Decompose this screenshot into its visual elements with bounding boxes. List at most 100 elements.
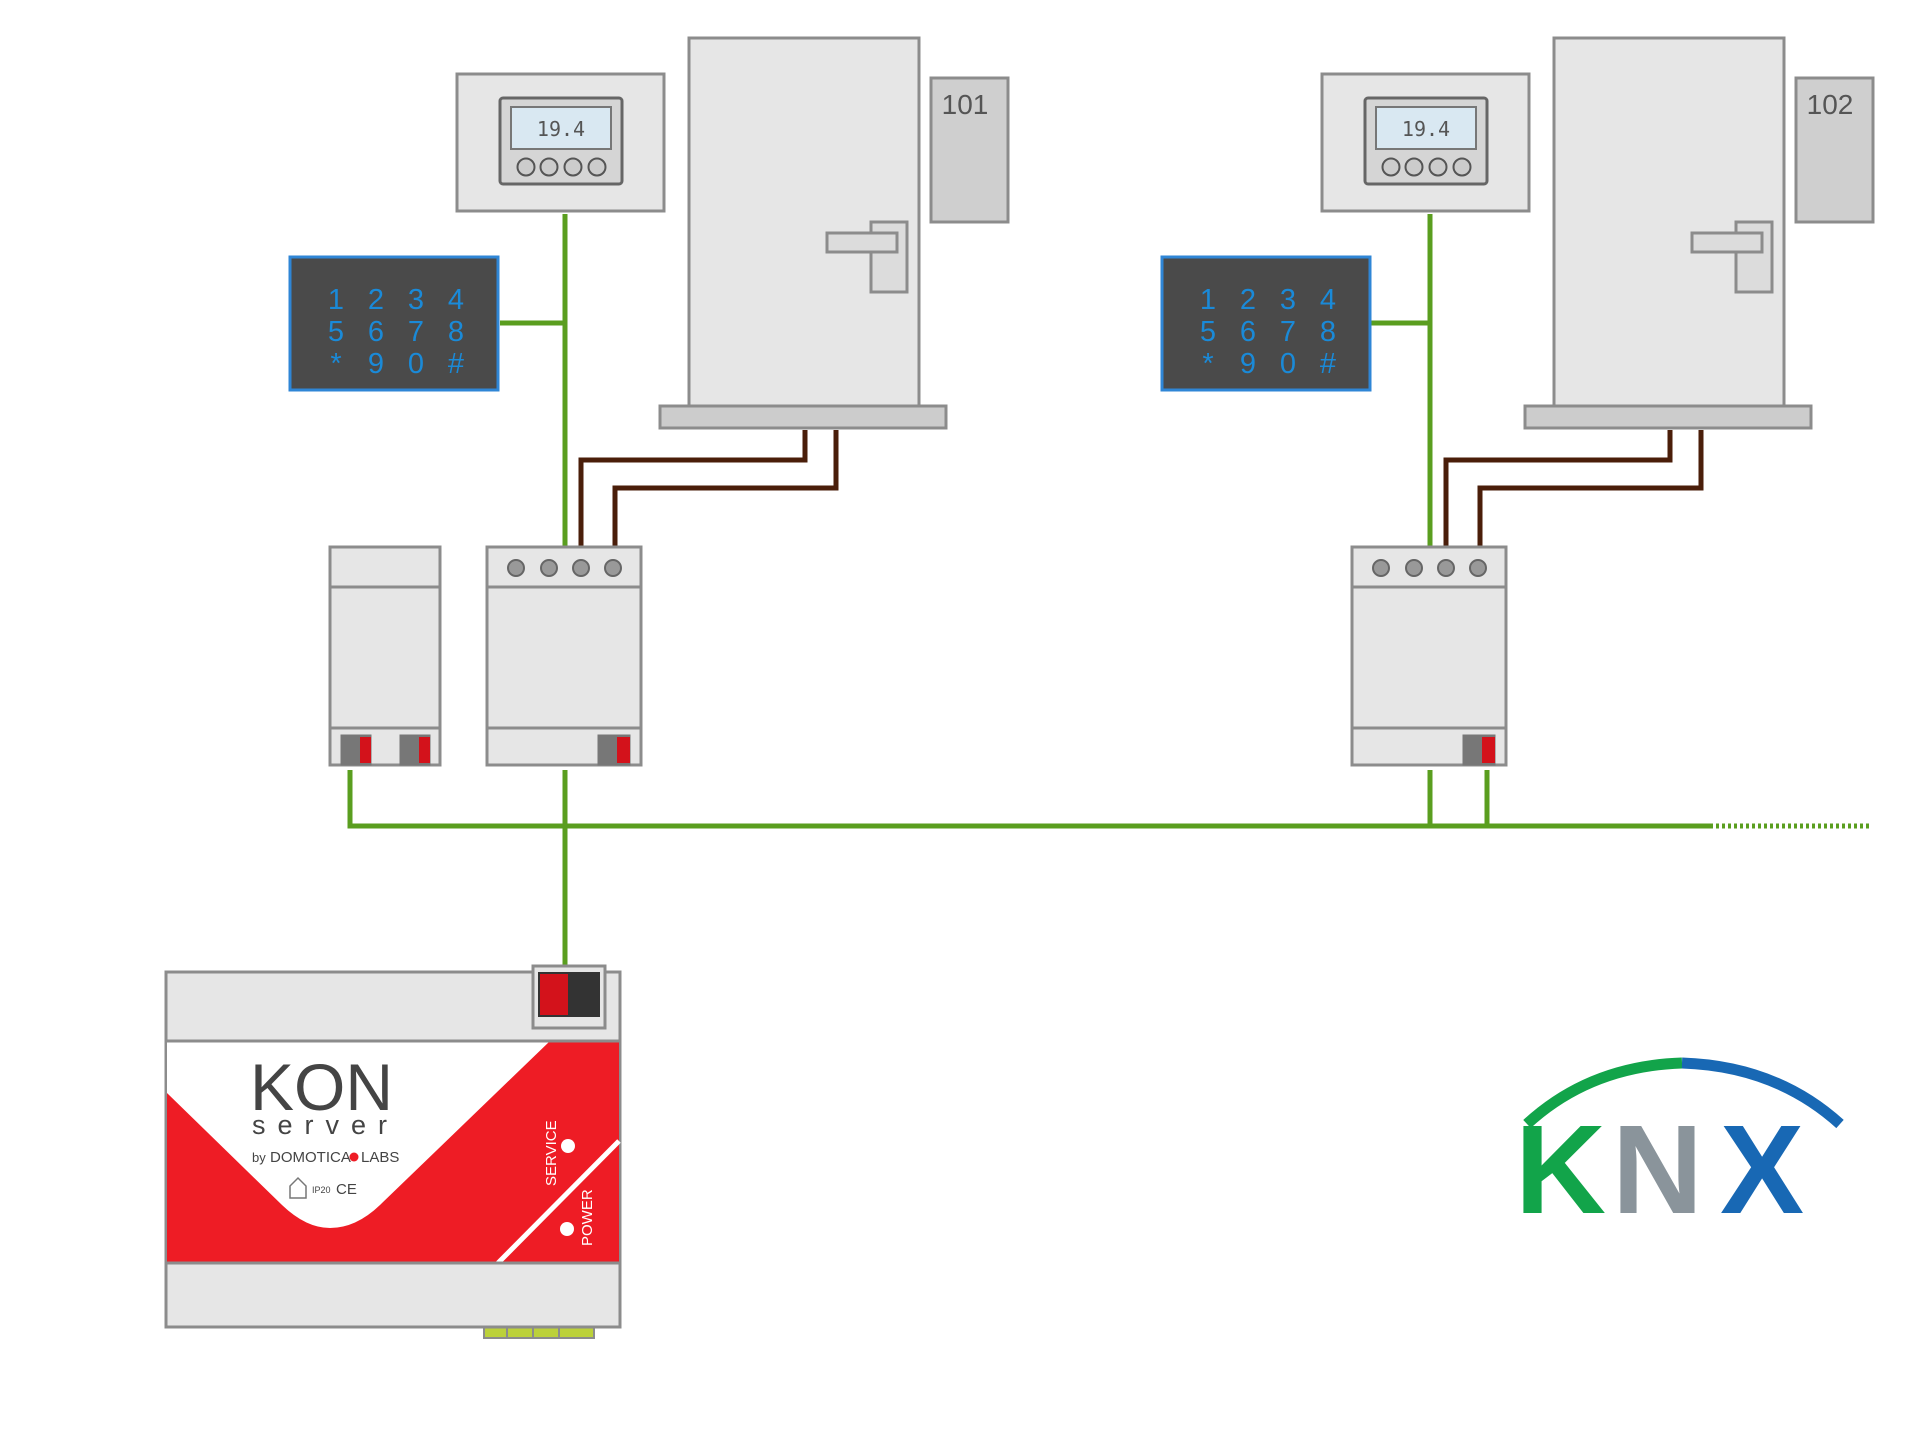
power-supply-module — [328, 545, 442, 767]
room-2-thermostat-lcd — [1375, 106, 1477, 150]
kon-logo-maker-a: DOMOTICA — [270, 1149, 351, 1166]
room-1-io-screw-terminal[interactable] — [604, 559, 622, 577]
room-2-thermostat-reading: 19.4 — [1402, 117, 1450, 141]
keypad-key[interactable]: 9 — [368, 348, 384, 380]
room-2-io-module — [1350, 545, 1508, 767]
room-2-number-plate: 102 — [1794, 76, 1875, 224]
knx-logo: K N X — [1515, 1057, 1844, 1240]
knx-arc-green — [1523, 1057, 1683, 1129]
bus-trunk-line — [347, 770, 1710, 829]
door-2-contact-wire-b — [1477, 430, 1704, 570]
room-2: 19.4 1 2 3 4 5 6 7 8 * 9 0 # — [1160, 36, 1875, 767]
keypad-key[interactable]: 2 — [368, 284, 384, 316]
door-1-contact-wire-b — [612, 430, 839, 570]
keypad-key[interactable]: 2 — [1240, 284, 1256, 316]
knx-arc-blue — [1681, 1057, 1844, 1129]
power-supply-body — [328, 545, 442, 767]
room-2-keypad[interactable]: 1 2 3 4 5 6 7 8 * 9 0 # — [1160, 255, 1372, 392]
keypad-key[interactable]: 0 — [408, 348, 424, 380]
server-bus-connector-black[interactable] — [568, 972, 600, 1017]
keypad-key[interactable]: 5 — [1200, 316, 1216, 348]
power-supply-terminal-red — [360, 737, 371, 763]
kon-logo-on: ON — [294, 1050, 393, 1124]
service-label: SERVICE — [543, 1120, 560, 1186]
kon-server-device: K ON server by DOMOTICA LABS IP20 CE SER… — [164, 964, 622, 1339]
keypad-key[interactable]: 8 — [448, 316, 464, 348]
room-1-thermostat-reading: 19.4 — [537, 117, 585, 141]
server-white-chevron — [167, 1041, 550, 1228]
server-diagonal-stripe — [496, 1139, 621, 1265]
room-2-number: 102 — [1807, 89, 1854, 120]
knx-letter-k: K — [1515, 1099, 1606, 1240]
room-1-thermostat-button[interactable] — [587, 157, 607, 177]
room-1-keypad[interactable]: 1 2 3 4 5 6 7 8 * 9 0 # — [288, 255, 500, 392]
power-supply-terminal-red — [419, 737, 430, 763]
room-1-keypad-body — [288, 255, 500, 392]
room-1-thermostat: 19.4 — [455, 72, 666, 213]
keypad-key[interactable]: * — [330, 348, 341, 380]
keypad-key[interactable]: 7 — [1280, 316, 1296, 348]
room-2-plate-body — [1794, 76, 1875, 224]
room-2-door-handle-lever[interactable] — [1690, 231, 1764, 254]
room-2-thermostat-button[interactable] — [1404, 157, 1424, 177]
room-1-io-screw-terminal[interactable] — [507, 559, 525, 577]
room-1-door-handle-lever[interactable] — [825, 231, 899, 254]
keypad-key[interactable]: # — [1320, 348, 1336, 380]
keypad-key[interactable]: 8 — [1320, 316, 1336, 348]
room-1-io-module — [485, 545, 643, 767]
room-2-io-bus-terminal-red — [1482, 737, 1495, 763]
room-2-keypad-body — [1160, 255, 1372, 392]
keypad-key[interactable]: 7 — [408, 316, 424, 348]
room-2-io-screw-terminal[interactable] — [1405, 559, 1423, 577]
room-2-door[interactable] — [1523, 36, 1813, 430]
door-2-contact-wire-a — [1443, 430, 1673, 570]
room-1-door[interactable] — [658, 36, 948, 430]
keypad-key[interactable]: 9 — [1240, 348, 1256, 380]
kon-logo-maker-b: LABS — [361, 1149, 399, 1166]
room-1-thermostat-button[interactable] — [563, 157, 583, 177]
service-led — [561, 1139, 575, 1153]
ce-mark: CE — [336, 1181, 357, 1198]
power-label: POWER — [579, 1189, 596, 1246]
keypad-key[interactable]: 0 — [1280, 348, 1296, 380]
power-led — [560, 1222, 574, 1236]
keypad-key[interactable]: 4 — [448, 284, 464, 316]
room-2-door-threshold — [1523, 404, 1813, 430]
room-1-io-screw-terminal[interactable] — [572, 559, 590, 577]
room-1-thermostat-button[interactable] — [516, 157, 536, 177]
knx-bus-wiring — [347, 214, 1870, 966]
keypad-key[interactable]: 5 — [328, 316, 344, 348]
room-1-thermostat-lcd — [510, 106, 612, 150]
knx-letter-n: N — [1612, 1099, 1703, 1240]
knx-letter-x: X — [1720, 1099, 1804, 1240]
kon-logo-sub: server — [252, 1110, 399, 1140]
door-contact-wiring — [578, 430, 1704, 570]
room-2-io-screw-terminal[interactable] — [1437, 559, 1455, 577]
room-1-number-plate: 101 — [929, 76, 1010, 224]
keypad-key[interactable]: 1 — [1200, 284, 1216, 316]
keypad-key[interactable]: 4 — [1320, 284, 1336, 316]
room-2-io-body — [1350, 545, 1508, 767]
server-bus-connector-red[interactable] — [538, 972, 570, 1017]
room-1-door-threshold — [658, 404, 948, 430]
room-2-io-screw-terminal[interactable] — [1372, 559, 1390, 577]
keypad-key[interactable]: 3 — [1280, 284, 1296, 316]
room-2-io-screw-terminal[interactable] — [1469, 559, 1487, 577]
keypad-key[interactable]: 3 — [408, 284, 424, 316]
keypad-key[interactable]: 1 — [328, 284, 344, 316]
room-1-thermostat-button[interactable] — [539, 157, 559, 177]
keypad-key[interactable]: * — [1202, 348, 1213, 380]
room-2-thermostat: 19.4 — [1320, 72, 1531, 213]
keypad-key[interactable]: 6 — [368, 316, 384, 348]
keypad-key[interactable]: 6 — [1240, 316, 1256, 348]
room-2-thermostat-button[interactable] — [1381, 157, 1401, 177]
room-1-io-screw-terminal[interactable] — [540, 559, 558, 577]
kon-logo-by: by — [252, 1150, 266, 1165]
room-1-io-body — [485, 545, 643, 767]
room-2-thermostat-button[interactable] — [1452, 157, 1472, 177]
keypad-key[interactable]: # — [448, 348, 464, 380]
room-1-io-bus-terminal-red — [617, 737, 630, 763]
room-2-thermostat-button[interactable] — [1428, 157, 1448, 177]
kon-logo-k: K — [250, 1050, 294, 1124]
